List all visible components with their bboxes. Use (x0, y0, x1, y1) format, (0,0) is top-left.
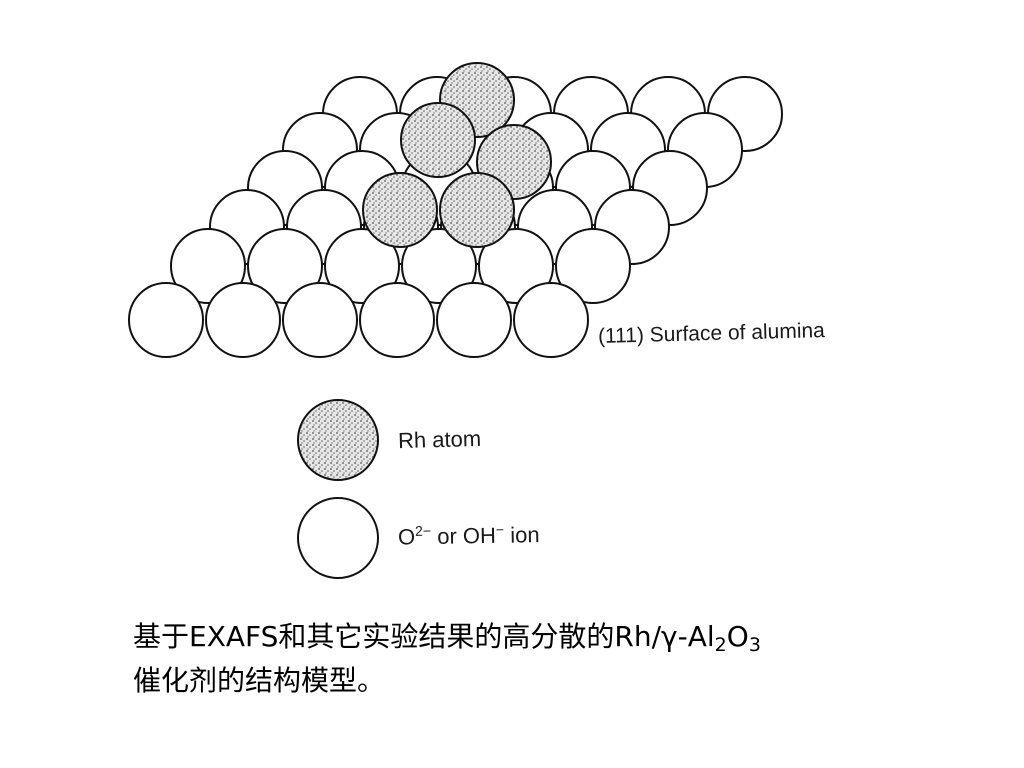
legend-o-prefix: O (397, 524, 416, 550)
legend-oxygen-symbol (297, 497, 379, 579)
caption-line-2: 催化剂的结构模型。 (133, 664, 386, 697)
oxygen-atom (401, 228, 477, 304)
oxygen-atom (128, 282, 204, 358)
legend-symbols (297, 399, 379, 579)
caption-text-1: 基于EXAFS和其它实验结果的高分散的Rh/γ-Al (133, 620, 715, 653)
oxygen-atom (324, 228, 400, 304)
legend-oxygen-label: O2− or OH− ion (398, 521, 540, 551)
oxygen-atom (513, 282, 589, 358)
caption-sub-3: 3 (748, 634, 761, 656)
legend-o-suffix: ion (503, 522, 540, 548)
oxygen-atom (555, 228, 631, 304)
rh-atom (362, 172, 438, 248)
rh-atom (400, 102, 476, 178)
oxygen-atom (478, 228, 554, 304)
legend-o-charge: 2− (414, 522, 432, 539)
rh-alumina-structure-diagram (128, 62, 783, 579)
rh-cluster (362, 62, 552, 248)
oxygen-atom (205, 282, 281, 358)
caption-line-1: 基于EXAFS和其它实验结果的高分散的Rh/γ-Al2O3 (133, 615, 913, 659)
legend-o-middle: or OH (430, 522, 497, 549)
caption-sub-2: 2 (714, 634, 727, 656)
caption: 基于EXAFS和其它实验结果的高分散的Rh/γ-Al2O3 催化剂的结构模型。 (133, 615, 913, 703)
oxygen-atom (170, 228, 246, 304)
legend-rh-symbol (297, 399, 379, 481)
rh-atom (439, 172, 515, 248)
legend-rh-label: Rh atom (397, 425, 482, 454)
oxygen-atom (282, 282, 358, 358)
oxygen-atom (359, 282, 435, 358)
caption-o: O (726, 620, 749, 653)
oxygen-atom (247, 228, 323, 304)
oxygen-atom (436, 282, 512, 358)
